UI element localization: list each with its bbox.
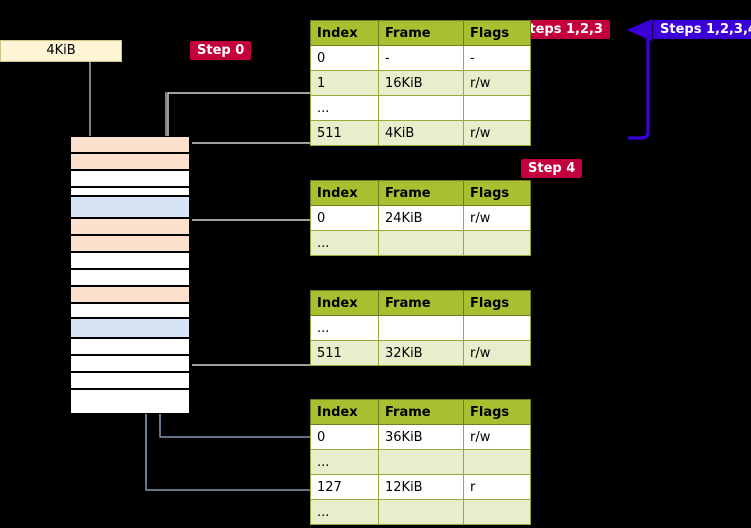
table-cell: 1 bbox=[310, 70, 379, 96]
table-cell bbox=[463, 315, 531, 341]
table-cell: r bbox=[463, 474, 531, 500]
table-cell: ... bbox=[310, 315, 379, 341]
table-cell bbox=[378, 95, 464, 121]
table-cell: - bbox=[463, 45, 531, 71]
table-header-cell: Frame bbox=[378, 180, 464, 206]
table-header-cell: Frame bbox=[378, 399, 464, 425]
memory-cell bbox=[70, 372, 190, 389]
table-cell: ... bbox=[310, 449, 379, 475]
table-cell: 0 bbox=[310, 205, 379, 231]
table-header-cell: Index bbox=[310, 180, 379, 206]
table-header-cell: Frame bbox=[378, 290, 464, 316]
table-cell: 127 bbox=[310, 474, 379, 500]
table-cell: ... bbox=[310, 499, 379, 525]
table-cell bbox=[378, 449, 464, 475]
table-cell: ... bbox=[310, 95, 379, 121]
table-cell bbox=[463, 499, 531, 525]
table-cell: r/w bbox=[463, 70, 531, 96]
table-row: 0-- bbox=[310, 45, 531, 71]
table-cell: ... bbox=[310, 230, 379, 256]
memory-cell bbox=[70, 187, 190, 196]
label-step-0: Step 0 bbox=[190, 41, 252, 60]
table-cell bbox=[463, 95, 531, 121]
table-cell: 16KiB bbox=[378, 70, 464, 96]
table-header-cell: Index bbox=[310, 290, 379, 316]
table-cell: - bbox=[378, 45, 464, 71]
table-cell: 4KiB bbox=[378, 120, 464, 146]
memory-cell bbox=[70, 153, 190, 170]
table-cell: r/w bbox=[463, 340, 531, 366]
table-header-cell: Frame bbox=[378, 20, 464, 46]
table-cell: 511 bbox=[310, 120, 379, 146]
table-header-cell: Flags bbox=[463, 399, 531, 425]
table-cell bbox=[463, 449, 531, 475]
table-header-cell: Index bbox=[310, 399, 379, 425]
table-cell: 32KiB bbox=[378, 340, 464, 366]
table-cell: 36KiB bbox=[378, 424, 464, 450]
label-step-4: Step 4 bbox=[521, 159, 583, 178]
memory-cell bbox=[70, 170, 190, 187]
table-row: ... bbox=[310, 95, 531, 121]
table-cell: 24KiB bbox=[378, 205, 464, 231]
memory-cell bbox=[70, 136, 190, 153]
table-header-cell: Flags bbox=[463, 180, 531, 206]
memory-cell bbox=[70, 303, 190, 318]
table-row: ... bbox=[310, 499, 531, 525]
table-row: ... bbox=[310, 230, 531, 256]
table-cell: r/w bbox=[463, 424, 531, 450]
memory-cell bbox=[70, 269, 190, 286]
frame-size-label: 4KiB bbox=[46, 43, 76, 58]
memory-cell bbox=[70, 196, 190, 218]
memory-cell bbox=[70, 286, 190, 303]
table-cell bbox=[378, 499, 464, 525]
table-cell: 12KiB bbox=[378, 474, 464, 500]
memory-cell bbox=[70, 218, 190, 235]
table-cell bbox=[378, 230, 464, 256]
table-cell bbox=[463, 230, 531, 256]
table-cell: r/w bbox=[463, 120, 531, 146]
table-header-cell: Index bbox=[310, 20, 379, 46]
table-cell: 511 bbox=[310, 340, 379, 366]
memory-cell bbox=[70, 235, 190, 252]
table-cell: r/w bbox=[463, 205, 531, 231]
frame-size-box: 4KiB bbox=[0, 40, 122, 62]
table-cell: 0 bbox=[310, 424, 379, 450]
memory-cell bbox=[70, 252, 190, 269]
table-header-cell: Flags bbox=[463, 20, 531, 46]
label-steps-1234: Steps 1,2,3,4 bbox=[653, 20, 751, 39]
table-header-cell: Flags bbox=[463, 290, 531, 316]
table-row: ... bbox=[310, 449, 531, 475]
memory-cell bbox=[70, 318, 190, 338]
memory-cell bbox=[70, 389, 190, 414]
memory-cell bbox=[70, 355, 190, 372]
memory-cell bbox=[70, 338, 190, 355]
table-cell: 0 bbox=[310, 45, 379, 71]
label-steps-123: Steps 1,2,3 bbox=[513, 20, 610, 39]
table-row: ... bbox=[310, 315, 531, 341]
table-cell bbox=[378, 315, 464, 341]
